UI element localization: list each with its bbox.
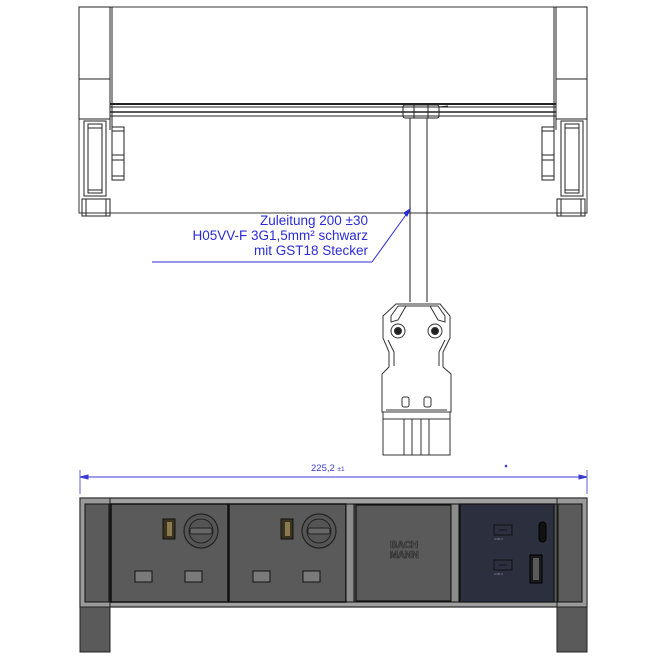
left-leg [79, 606, 111, 653]
socket-pin-right-icon [184, 570, 203, 583]
dim-arrow-left-icon [79, 474, 89, 480]
bachmann-logo: BACH MANN [382, 540, 426, 561]
left-mounting-clamp [81, 120, 125, 217]
top-view [78, 6, 588, 302]
width-dimension-label: 225,2 ±1 [311, 463, 345, 474]
blank-logo-module [355, 504, 452, 602]
socket-pin-right-icon [302, 570, 321, 583]
right-leg [556, 606, 588, 653]
usb-c-port [538, 521, 547, 543]
usb-charger-module [459, 503, 555, 603]
uk-socket-module-1 [110, 503, 229, 603]
usb-a-symbol-icon [493, 559, 513, 571]
logo-line-2: MANN [389, 550, 419, 561]
cable-annotation-line2: H05VV-F 3G1,5mm² schwarz [192, 228, 368, 243]
dim-arrow-right-icon [578, 474, 588, 480]
cable-annotation-line1: Zuleitung 200 ±30 [260, 213, 368, 228]
right-mounting-clamp [541, 120, 586, 217]
leader-arrowhead-icon [403, 207, 412, 217]
cable-annotation-line3: mit GST18 Stecker [253, 243, 368, 258]
width-dimension [79, 464, 588, 494]
usb-c-label: USB-C [494, 537, 504, 541]
dimension-tolerance: ±1 [337, 466, 345, 473]
usb-a-label: USB-A [494, 572, 504, 576]
right-end-cap-top [555, 6, 588, 80]
usb-c-symbol-icon [493, 524, 513, 536]
socket-pin-left-icon [134, 570, 153, 583]
cable-annotation-leader [152, 207, 412, 263]
front-view [79, 497, 588, 653]
cable-entry-block [402, 104, 440, 119]
socket-pin-left-icon [252, 570, 271, 583]
gst18-connector [381, 303, 452, 456]
dimension-value: 225,2 [311, 463, 335, 474]
left-end-cap-top [78, 6, 111, 80]
cable-annotation: Zuleitung 200 ±30 H05VV-F 3G1,5mm² schwa… [150, 213, 368, 258]
logo-line-1: BACH [390, 540, 419, 551]
uk-socket-module-2 [228, 503, 347, 603]
